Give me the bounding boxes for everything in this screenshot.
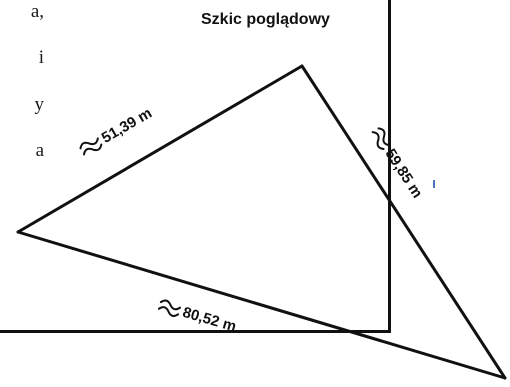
text-line-4: a [35,140,44,161]
approx-icon [371,131,385,150]
triangle-side-bottom [16,230,507,380]
document-text-fragment: a, i y a [0,0,44,170]
side-length-label: 51,39 m [99,105,155,147]
text-line-2: i [38,47,44,68]
side-length-label: 59,85 m [382,146,426,201]
approx-icon [159,299,182,311]
approx-icon [79,137,99,150]
triangle-side-right [300,64,507,380]
text-line-3: y [34,94,45,115]
triangle-side-top-left [16,64,304,234]
stray-mark [433,180,435,188]
text-line-1: a, [30,1,44,22]
dimension-top-left: 51,39 m [79,105,155,156]
approx-icon [377,127,391,147]
sketch-title: Szkic poglądowy [201,11,330,28]
dimension-right: 59,85 m [371,127,426,201]
side-length-label: 80,52 m [181,304,239,336]
approx-icon [157,306,180,318]
approx-icon [83,143,103,156]
sketch-frame [0,0,391,333]
dimension-bottom: 80,52 m [157,299,239,336]
